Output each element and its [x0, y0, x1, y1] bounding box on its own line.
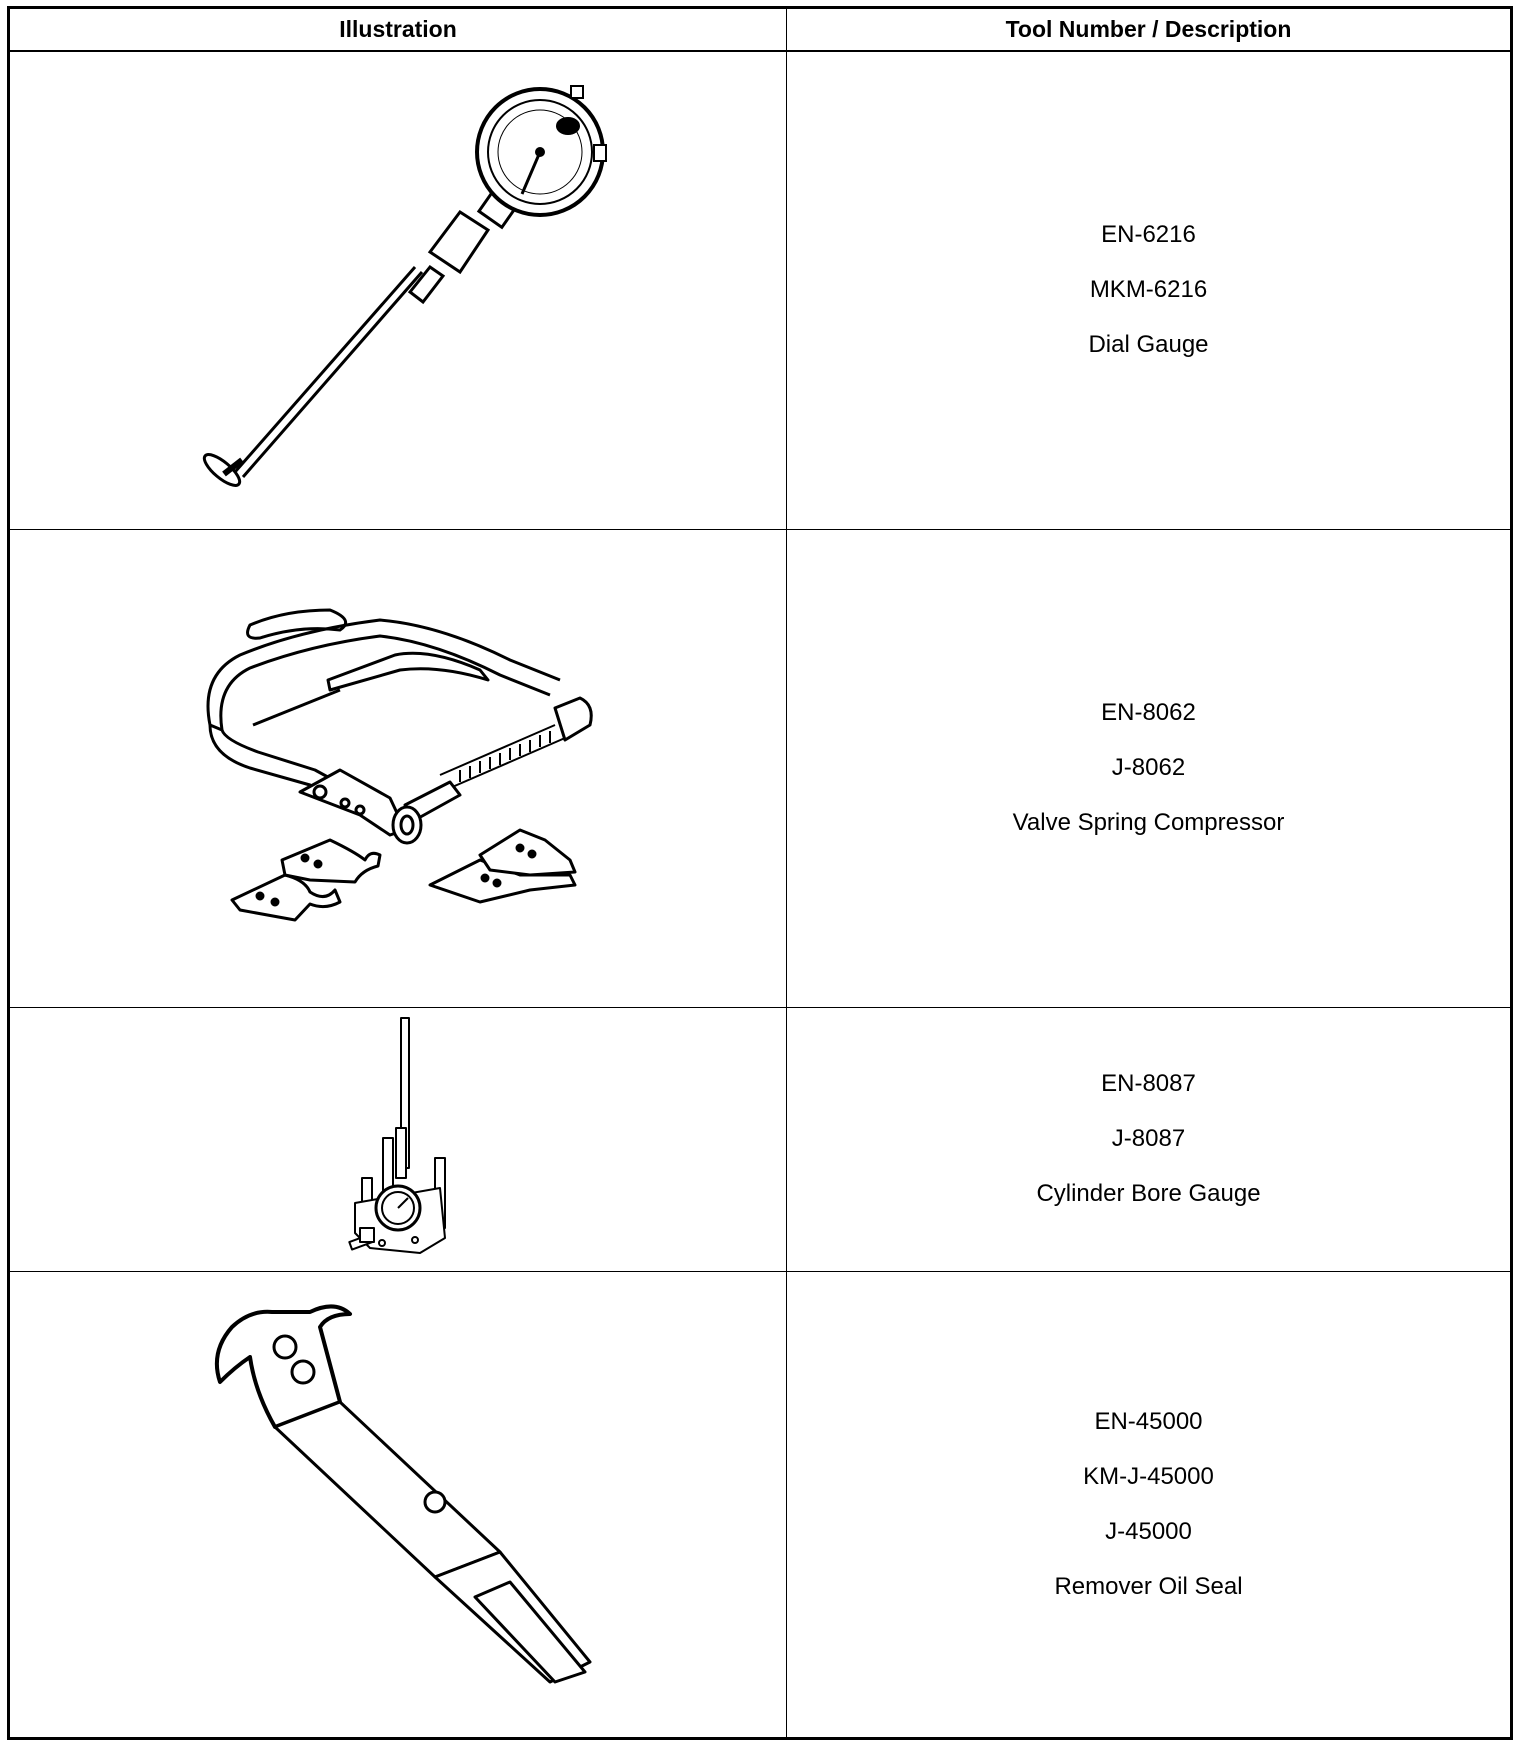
tool-name: Valve Spring Compressor: [1012, 809, 1285, 836]
table-header: Illustration Tool Number / Description: [10, 9, 1510, 52]
tool-description: EN-8062 J-8062 Valve Spring Compressor: [787, 530, 1510, 1007]
tool-name: Remover Oil Seal: [1054, 1572, 1243, 1600]
tool-number: EN-8062: [1101, 699, 1196, 726]
table-row: EN-8087 J-8087 Cylinder Bore Gauge: [10, 1008, 1510, 1272]
table-row: EN-8062 J-8062 Valve Spring Compressor: [10, 530, 1510, 1008]
oil-seal-remover-icon: [10, 1272, 786, 1737]
tool-number: J-8087: [1111, 1125, 1186, 1152]
tool-number: J-45000: [1105, 1517, 1192, 1545]
valve-spring-compressor-icon: [10, 530, 786, 1007]
tool-name: Cylinder Bore Gauge: [1036, 1180, 1261, 1207]
table-row: EN-6216 MKM-6216 Dial Gauge: [10, 52, 1510, 530]
tool-number: EN-6216: [1101, 221, 1196, 248]
tool-number: KM-J-45000: [1083, 1462, 1214, 1490]
tool-table: Illustration Tool Number / Description: [7, 6, 1513, 1740]
tool-number: J-8062: [1111, 754, 1186, 781]
cylinder-bore-gauge-icon: [10, 1008, 786, 1271]
tool-description: EN-45000 KM-J-45000 J-45000 Remover Oil …: [787, 1272, 1510, 1737]
tool-number: MKM-6216: [1089, 276, 1208, 303]
header-illustration: Illustration: [339, 16, 457, 42]
dial-gauge-icon: [10, 52, 786, 529]
tool-number: EN-8087: [1101, 1070, 1196, 1097]
tool-description: EN-6216 MKM-6216 Dial Gauge: [787, 52, 1510, 529]
header-tool-description: Tool Number / Description: [1005, 16, 1292, 42]
tool-number: EN-45000: [1094, 1407, 1203, 1435]
tool-description: EN-8087 J-8087 Cylinder Bore Gauge: [787, 1008, 1510, 1271]
column-divider: [786, 9, 787, 1737]
tool-name: Dial Gauge: [1088, 331, 1209, 358]
table-row: EN-45000 KM-J-45000 J-45000 Remover Oil …: [10, 1272, 1510, 1737]
